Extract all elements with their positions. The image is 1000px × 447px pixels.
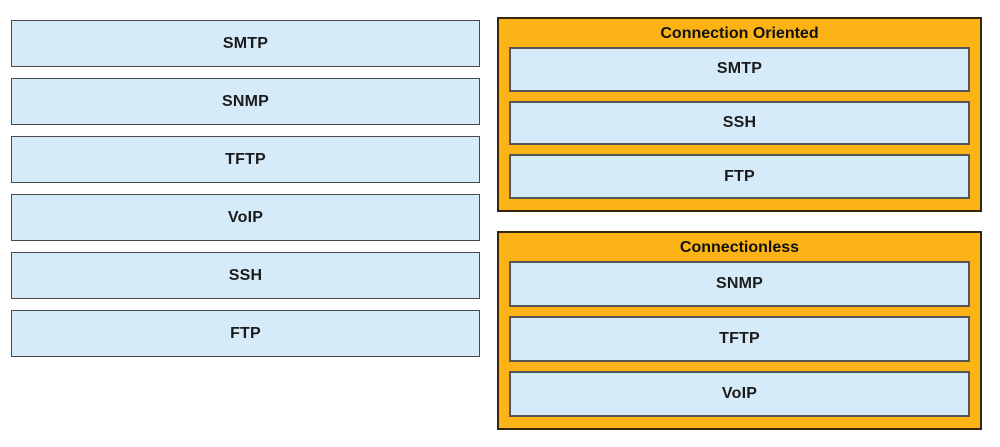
placed-item-tftp[interactable]: TFTP	[509, 316, 970, 362]
drag-item-smtp[interactable]: SMTP	[11, 20, 480, 67]
placed-item-ssh[interactable]: SSH	[509, 100, 970, 146]
drag-item-snmp[interactable]: SNMP	[11, 78, 480, 125]
drag-item-ssh[interactable]: SSH	[11, 252, 480, 299]
drop-group-connection-oriented[interactable]: Connection Oriented SMTP SSH FTP	[497, 17, 982, 212]
group-items-connection-oriented: SMTP SSH FTP	[509, 47, 970, 200]
group-title-connectionless: Connectionless	[679, 239, 800, 256]
drag-item-ftp[interactable]: FTP	[11, 310, 480, 357]
placed-item-snmp[interactable]: SNMP	[509, 261, 970, 307]
drop-group-connectionless[interactable]: Connectionless SNMP TFTP VoIP	[497, 231, 982, 430]
group-title-connection-oriented: Connection Oriented	[660, 25, 819, 42]
source-list: SMTP SNMP TFTP VoIP SSH FTP	[11, 20, 480, 357]
placed-item-smtp[interactable]: SMTP	[509, 47, 970, 92]
placed-item-ftp[interactable]: FTP	[509, 154, 970, 200]
group-items-connectionless: SNMP TFTP VoIP	[509, 261, 970, 417]
placed-item-voip[interactable]: VoIP	[509, 371, 970, 417]
drag-item-tftp[interactable]: TFTP	[11, 136, 480, 183]
drag-item-voip[interactable]: VoIP	[11, 194, 480, 241]
